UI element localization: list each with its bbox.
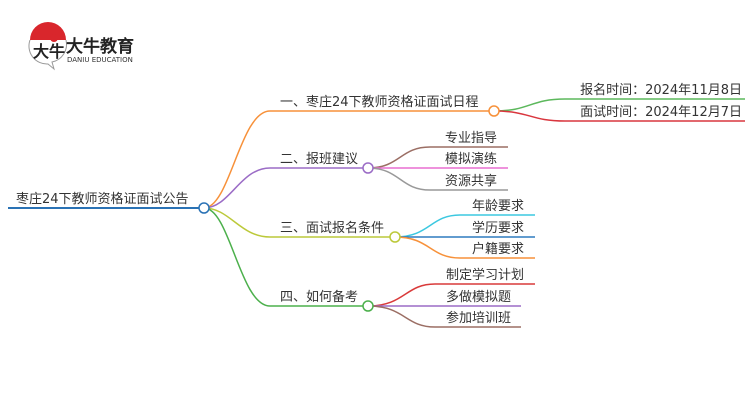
root-node-toggle[interactable]: [198, 202, 210, 214]
logo-subtitle: DANIU EDUCATION: [67, 56, 133, 64]
logo-bubble: [28, 39, 67, 71]
leaf-line: [367, 167, 508, 191]
leaf-line: [493, 98, 745, 112]
leaf-line: [367, 305, 521, 328]
leaf-label[interactable]: 多做模拟题: [446, 289, 511, 305]
branch-3-node-toggle[interactable]: [389, 231, 401, 243]
logo: 大牛 大牛教育 DANIU EDUCATION: [28, 22, 134, 71]
branch-2-line: [203, 167, 368, 209]
leaf-label[interactable]: 面试时间：2024年12月7日: [580, 105, 742, 120]
branch-4-node-toggle[interactable]: [362, 300, 374, 312]
leaf-label[interactable]: 年龄要求: [472, 199, 524, 214]
leaf-line: [394, 214, 535, 238]
leaf-label[interactable]: 资源共享: [445, 173, 497, 189]
branch-1-label[interactable]: 一、枣庄24下教师资格证面试日程: [280, 94, 479, 110]
branch-2-label[interactable]: 二、报班建议: [280, 152, 358, 167]
leaf-line: [367, 146, 508, 169]
branch-4-line: [203, 207, 368, 307]
logo-arc: [30, 22, 66, 40]
leaf-label[interactable]: 学历要求: [472, 220, 524, 236]
logo-mark: 大牛: [33, 42, 65, 61]
leaf-label[interactable]: 专业指导: [445, 131, 497, 146]
branch-3-line: [203, 207, 395, 238]
leaf-line: [493, 110, 745, 122]
branch-4-label[interactable]: 四、如何备考: [280, 289, 358, 305]
leaf-label[interactable]: 户籍要求: [472, 241, 524, 257]
root-label[interactable]: 枣庄24下教师资格证面试公告: [16, 191, 189, 207]
leaf-line: [367, 283, 535, 307]
leaf-label[interactable]: 参加培训班: [446, 310, 511, 326]
logo-red-mark: [50, 34, 58, 42]
leaf-label[interactable]: 模拟演练: [445, 151, 497, 167]
leaf-label[interactable]: 报名时间：2024年11月8日: [580, 82, 742, 98]
branch-1-node-toggle[interactable]: [488, 105, 500, 117]
branch-2-node-toggle[interactable]: [362, 162, 374, 174]
logo-name: 大牛教育: [66, 36, 134, 57]
branch-1-line: [203, 110, 494, 209]
leaf-line: [394, 236, 535, 259]
leaf-label[interactable]: 制定学习计划: [446, 267, 524, 283]
branch-3-label[interactable]: 三、面试报名条件: [280, 220, 384, 236]
